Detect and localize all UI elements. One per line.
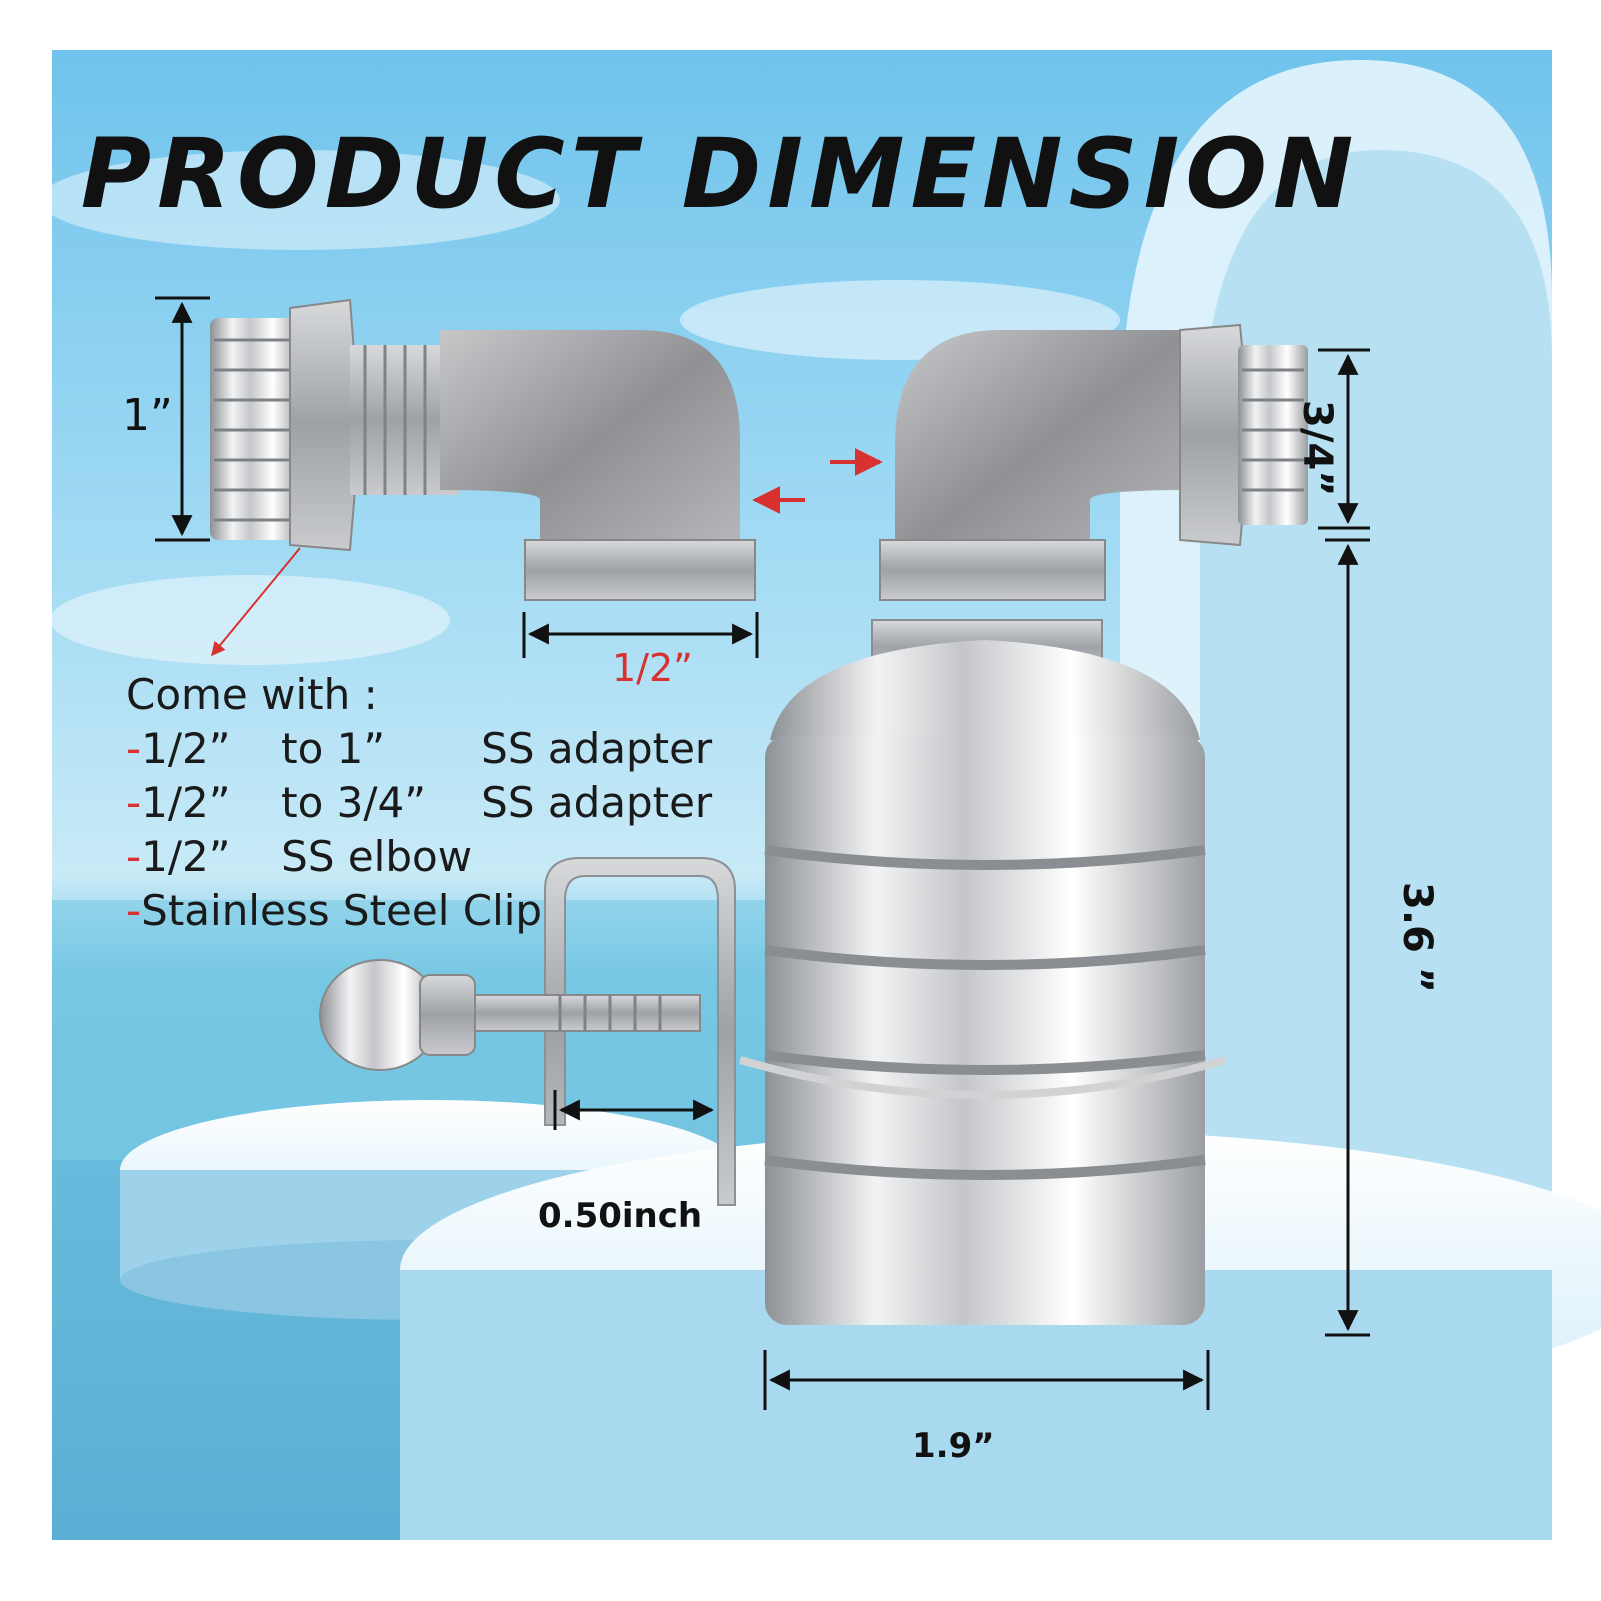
dimension-label-outlet: 3/4”: [1294, 400, 1340, 497]
item-to: to 3/4”: [281, 778, 427, 827]
included-parts-list: Come with : - 1/2” to 1” SS adapter - 1/…: [126, 668, 712, 938]
cloud: [40, 150, 560, 250]
list-item: - 1/2” to 1” SS adapter: [126, 722, 712, 776]
dimension-label-inlet: 1”: [122, 390, 173, 441]
dimension-label-width: 1.9”: [912, 1426, 995, 1466]
dimension-label-clip: 0.50inch: [538, 1196, 703, 1236]
list-heading: Come with :: [126, 670, 378, 719]
dimension-label-elbow: 1/2”: [612, 646, 693, 690]
item-part: SS adapter: [481, 724, 713, 773]
list-bullet: -: [126, 886, 142, 935]
elbow-right: [879, 323, 1308, 601]
list-item: - Stainless Steel Clip: [126, 884, 712, 938]
red-arrows: [211, 448, 883, 657]
item-size: 1/2”: [141, 724, 231, 773]
list-bullet: -: [126, 778, 142, 827]
elbow-left: [210, 298, 756, 601]
stainless-clip: [319, 857, 736, 1206]
item-size: 1/2”: [141, 778, 231, 827]
list-bullet: -: [126, 724, 142, 773]
item-to: to 1”: [281, 724, 386, 773]
list-item: - 1/2” SS elbow: [126, 830, 712, 884]
float-valve-body: [738, 619, 1227, 1325]
item-part: SS elbow: [281, 832, 473, 881]
page-title: PRODUCT DIMENSION: [80, 118, 1360, 230]
dimension-label-height: 3.6 ”: [1394, 882, 1440, 994]
list-item: - 1/2” to 3/4” SS adapter: [126, 776, 712, 830]
cloud: [50, 575, 450, 665]
item-part: SS adapter: [481, 778, 713, 827]
dimension-lines: [155, 296, 1370, 1410]
list-bullet: -: [126, 832, 142, 881]
item-part: Stainless Steel Clip: [141, 886, 543, 935]
item-size: 1/2”: [141, 832, 231, 881]
